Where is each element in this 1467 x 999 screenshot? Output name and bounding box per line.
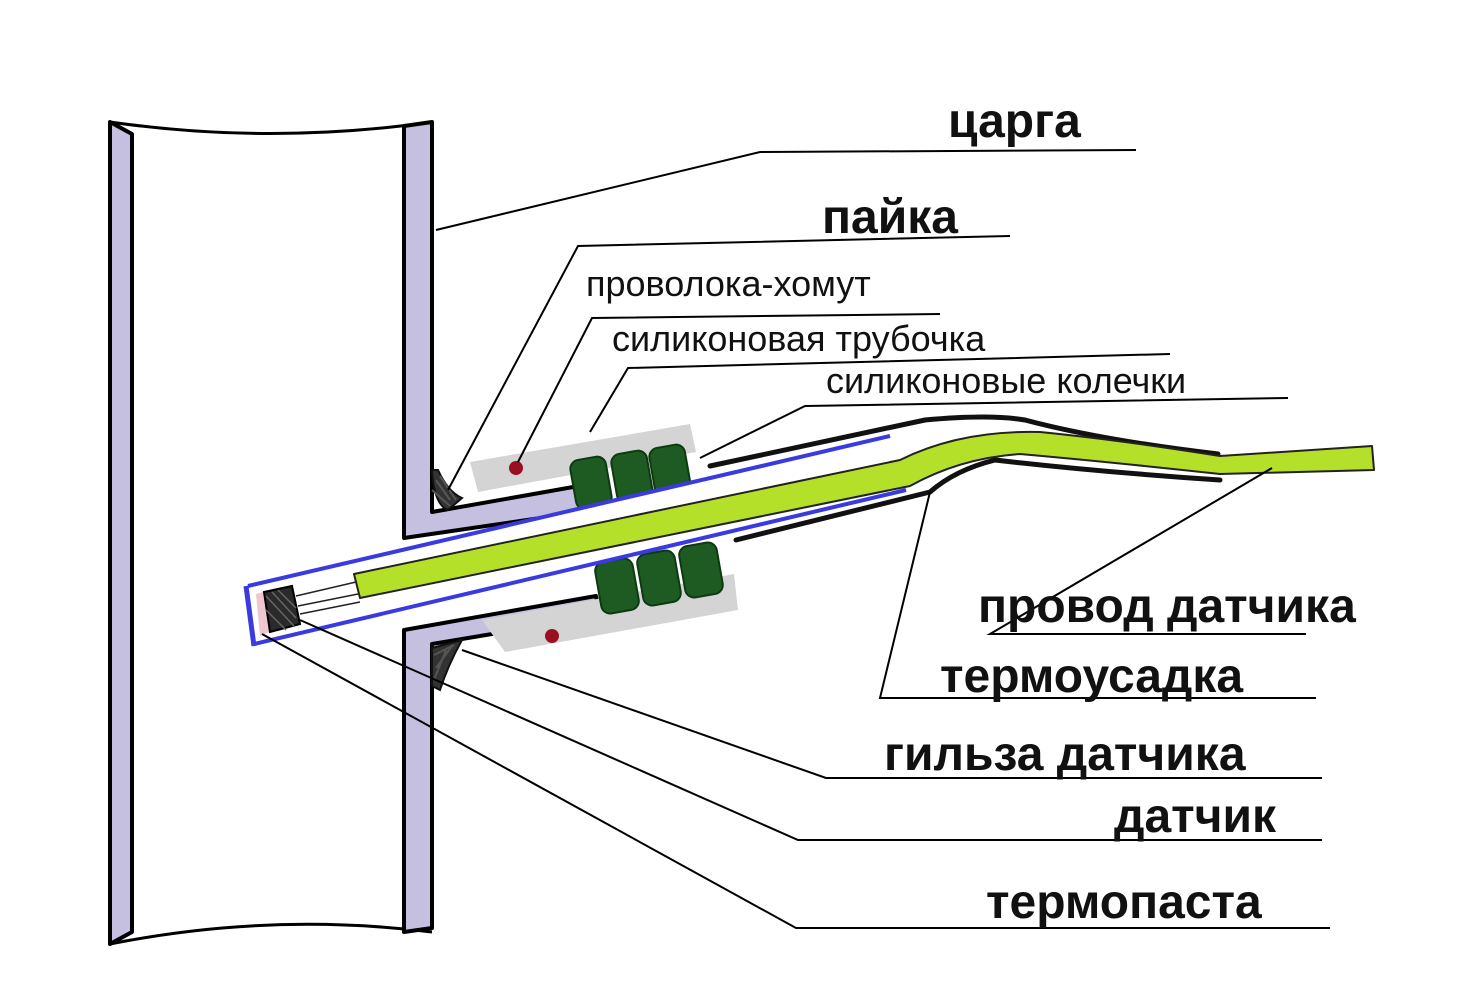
silicone-rings	[569, 443, 724, 615]
leader-payka	[447, 235, 1011, 491]
label-datchik: датчик	[1114, 790, 1277, 843]
leader-provoloka-khomut	[517, 313, 941, 463]
sensor-sleeve-top-wall	[247, 434, 891, 588]
label-silikonovaya-trubochka: силиконовая трубочка	[612, 318, 986, 359]
leader-termousadka	[878, 491, 1316, 699]
clamp-wire-dot-lower	[545, 629, 559, 643]
column-wall-left	[108, 120, 134, 946]
heat-shrink-lower	[733, 457, 1223, 543]
labels: царга пайка проволока-хомут силиконовая …	[586, 95, 1356, 929]
column-wall-right-lower	[402, 594, 602, 934]
silicone-tube-upper	[470, 424, 696, 492]
silicone-ring-lower-1	[594, 557, 640, 615]
sensor-tip	[256, 581, 361, 636]
silicone-ring-lower-3	[678, 541, 724, 599]
sensor-wire	[353, 430, 1375, 599]
leader-silikonovaya-trubochka	[589, 353, 1171, 433]
label-silikonovye-kolechki: силиконовые колечки	[826, 360, 1186, 401]
leader-termopasta	[261, 633, 1330, 929]
leader-datchik	[299, 619, 1322, 841]
label-termousadka: термоусадка	[940, 650, 1243, 703]
leader-provod-datchika	[986, 467, 1306, 635]
leader-lines	[261, 149, 1330, 929]
silicone-ring-lower-2	[636, 549, 682, 607]
leader-silikonovye-kolechki	[699, 397, 1289, 459]
label-gilza-datchika: гильза датчика	[884, 728, 1246, 781]
label-provoloka-khomut: проволока-хомут	[586, 263, 871, 304]
column-top-edge	[109, 120, 433, 135]
leader-gilza-datchika	[461, 649, 1322, 779]
leader-tsarga	[435, 149, 1137, 231]
label-provod-datchika: провод датчика	[978, 580, 1356, 633]
clamp-wire-dot-upper	[509, 461, 523, 475]
sensor-body	[262, 584, 302, 634]
sensor-lead-1	[295, 581, 357, 597]
sensor-lead-2	[297, 593, 359, 607]
label-tsarga: царга	[948, 95, 1081, 148]
column-bottom-edge	[109, 922, 433, 946]
sensor-sleeve-cap	[243, 585, 257, 647]
label-payka: пайка	[822, 191, 958, 244]
label-termopasta: термопаста	[986, 876, 1262, 929]
sensor-lead-3	[299, 601, 361, 615]
sensor-sleeve-bottom-wall	[253, 488, 907, 646]
solder-joints	[430, 469, 465, 692]
